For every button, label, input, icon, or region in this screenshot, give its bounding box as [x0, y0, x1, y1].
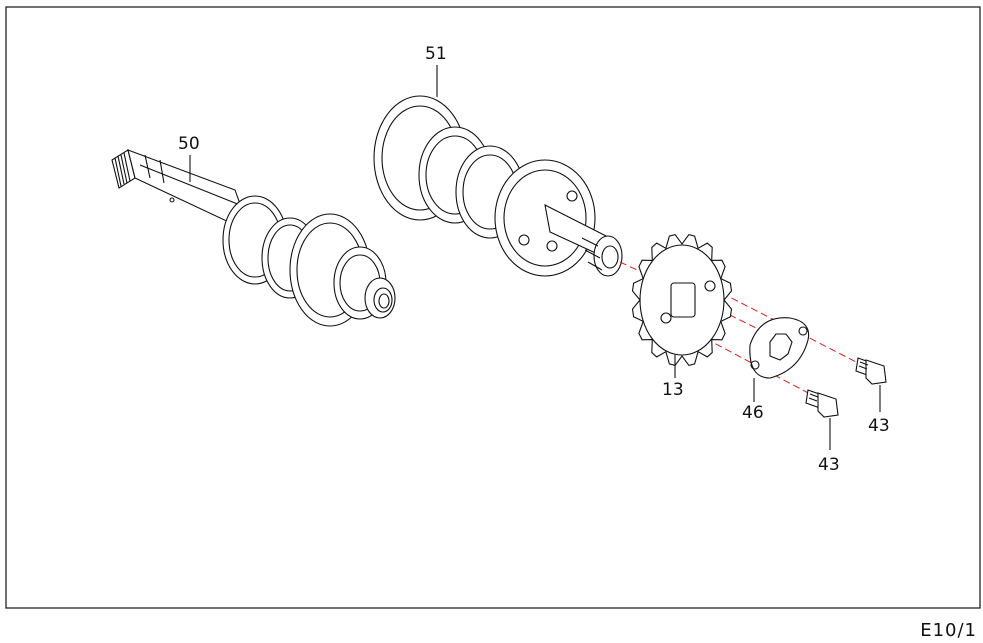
drive-sprocket-part-13[interactable] — [631, 233, 733, 367]
callout-43-lower: 43 — [818, 455, 840, 475]
shaft-hole — [169, 197, 175, 203]
callout-51: 51 — [425, 44, 447, 64]
counter-shaft-gear-cluster — [373, 95, 596, 277]
counter-shaft-splined-tip — [581, 235, 623, 277]
main-shaft-part-50[interactable] — [111, 149, 396, 327]
callout-13: 13 — [662, 380, 684, 400]
sheet-code: E10/1 — [920, 620, 977, 641]
callout-46: 46 — [742, 403, 764, 423]
sprocket-splined-bore — [670, 282, 696, 318]
bolt-part-43-lower[interactable] — [805, 389, 839, 418]
bolt-part-43-upper[interactable] — [855, 357, 887, 385]
callout-43-upper: 43 — [868, 416, 890, 436]
lock-plate-part-46[interactable] — [749, 317, 810, 379]
sprocket-bolt-hole — [704, 280, 716, 292]
diagram-frame — [5, 6, 981, 609]
callout-50: 50 — [178, 134, 200, 154]
shaft-bearing-end — [364, 277, 396, 319]
counter-shaft-part-51[interactable] — [373, 95, 623, 277]
leader-lines — [189, 65, 881, 450]
main-shaft-gear-cluster — [222, 195, 387, 327]
sprocket-bolt-hole — [660, 312, 672, 324]
